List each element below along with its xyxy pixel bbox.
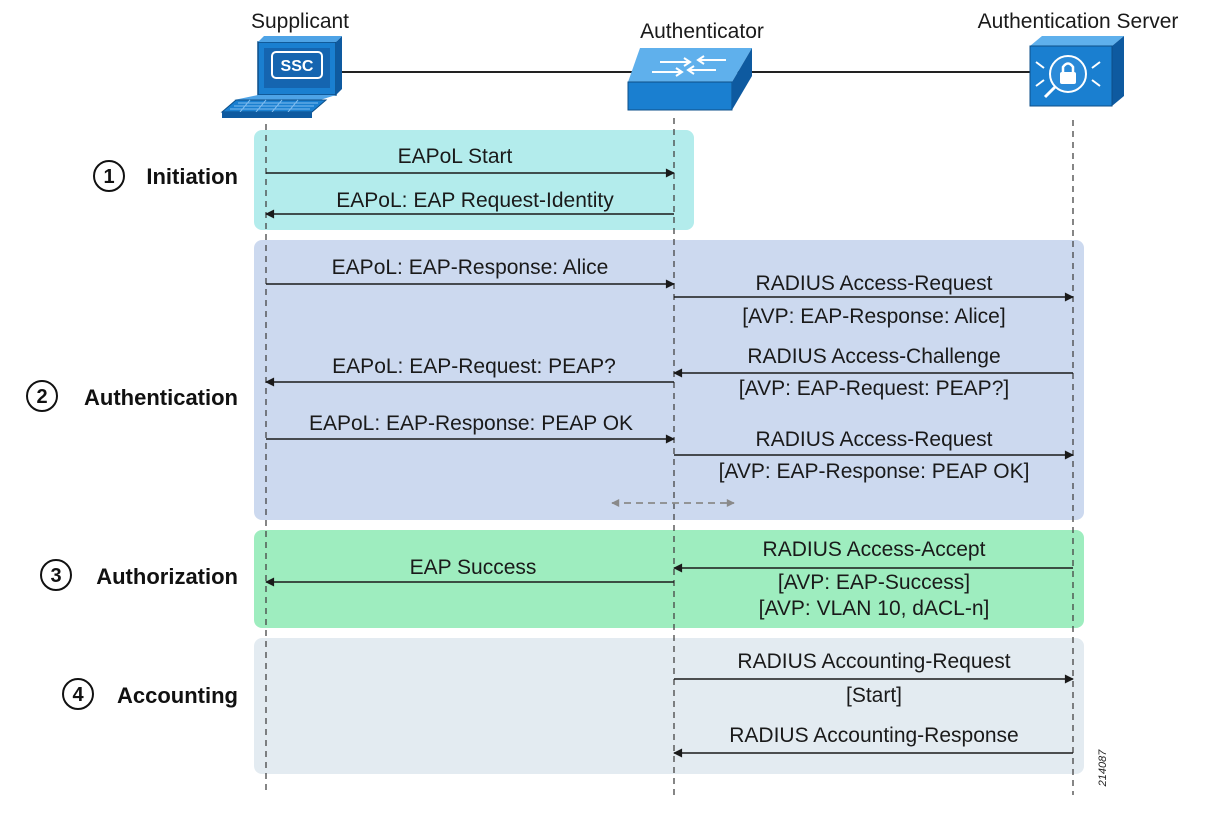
phase-name: Accounting	[117, 683, 238, 708]
laptop-icon: SSC	[220, 36, 342, 118]
msg-access-request-2-avp: [AVP: EAP-Response: PEAP OK]	[719, 460, 1030, 483]
msg-access-accept-label: RADIUS Access-Accept	[763, 538, 986, 561]
server-label: Authentication Server	[978, 10, 1179, 33]
phase-number: 2	[36, 386, 47, 408]
phase-authorization: 3 Authorization	[40, 559, 238, 591]
phase-number: 4	[72, 684, 84, 706]
phase-name: Initiation	[146, 164, 238, 189]
phase-initiation: 1 Initiation	[93, 160, 238, 192]
phase-authentication: 2 Authentication	[26, 380, 238, 412]
phase-name: Authentication	[84, 385, 238, 410]
figure-id: 214087	[1097, 749, 1109, 788]
server-icon	[1029, 36, 1124, 107]
msg-eap-success-label: EAP Success	[410, 556, 537, 579]
msg-eapol-start-label: EAPoL Start	[398, 145, 513, 168]
msg-request-identity-label: EAPoL: EAP Request-Identity	[336, 189, 614, 212]
phase-number-circle	[93, 160, 125, 192]
msg-accounting-request-start: [Start]	[846, 684, 902, 707]
msg-response-alice-label: EAPoL: EAP-Response: Alice	[332, 256, 609, 279]
phase-number: 3	[50, 565, 61, 587]
laptop-screen-text: SSC	[281, 58, 314, 75]
msg-request-peap-label: EAPoL: EAP-Request: PEAP?	[332, 355, 616, 378]
authentication-panel	[254, 240, 1084, 520]
phase-number-circle	[62, 678, 94, 710]
phase-number: 1	[103, 166, 114, 188]
phase-name: Authorization	[96, 564, 238, 589]
supplicant-label: Supplicant	[251, 10, 349, 33]
msg-response-peap-ok-label: EAPoL: EAP-Response: PEAP OK	[309, 412, 633, 435]
authenticator-label: Authenticator	[640, 20, 764, 43]
msg-accounting-response-label: RADIUS Accounting-Response	[729, 724, 1018, 747]
accounting-panel	[254, 638, 1084, 774]
phase-number-circle	[26, 380, 58, 412]
phase-number-circle	[40, 559, 72, 591]
msg-access-request-avp: [AVP: EAP-Response: Alice]	[742, 305, 1005, 328]
phase-accounting: 4 Accounting	[62, 678, 238, 710]
msg-access-accept-avp-success: [AVP: EAP-Success]	[778, 571, 970, 594]
msg-access-challenge-avp: [AVP: EAP-Request: PEAP?]	[739, 377, 1009, 400]
msg-access-challenge-label: RADIUS Access-Challenge	[747, 345, 1000, 368]
msg-access-request-label: RADIUS Access-Request	[756, 272, 993, 295]
msg-accounting-request-label: RADIUS Accounting-Request	[737, 650, 1010, 673]
initiation-panel	[254, 130, 694, 230]
switch-icon	[627, 48, 752, 111]
msg-access-accept-avp-vlan: [AVP: VLAN 10, dACL-n]	[759, 597, 990, 620]
authorization-panel	[254, 530, 1084, 628]
msg-access-request-2-label: RADIUS Access-Request	[756, 428, 993, 451]
